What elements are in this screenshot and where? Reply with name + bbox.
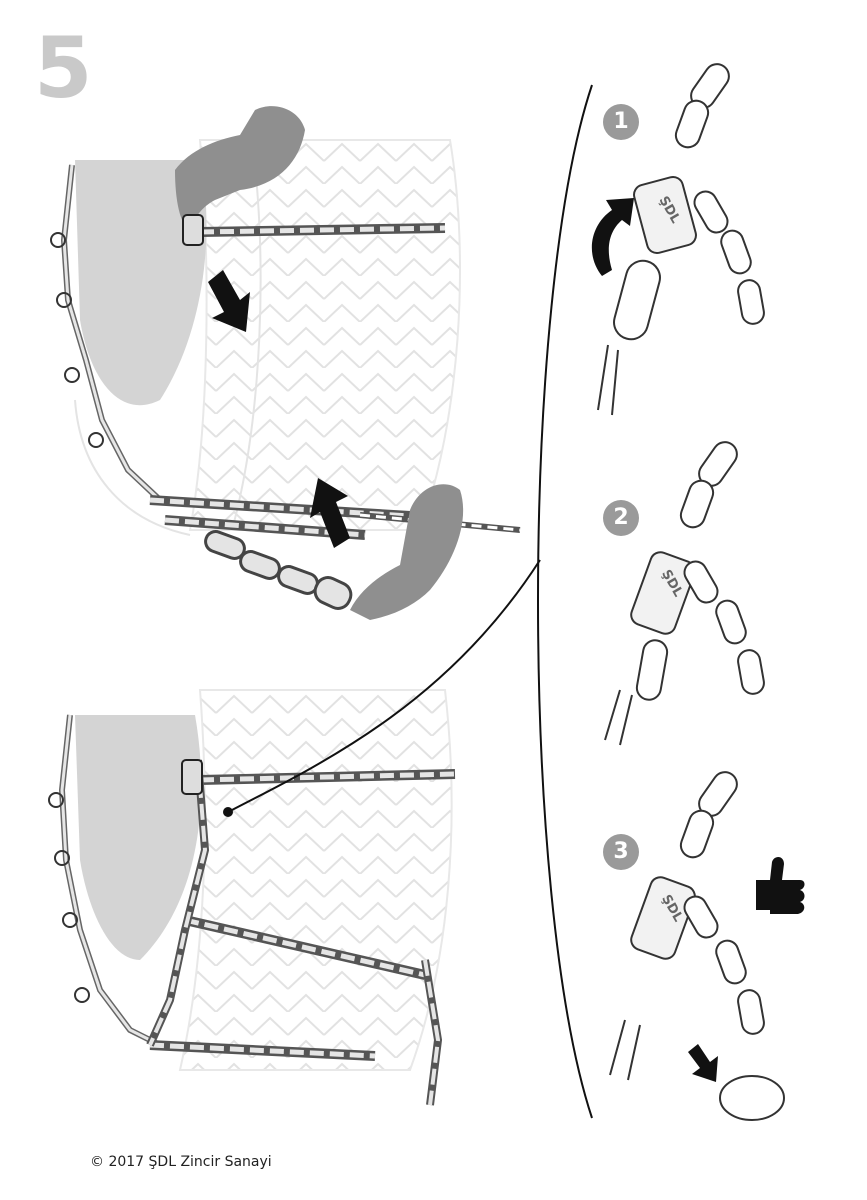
cross-chain-lower (149, 1040, 376, 1061)
side-chain (48, 714, 162, 1048)
removed-wire-tie (719, 1075, 785, 1121)
hand-upper-icon (175, 106, 305, 230)
detail-step-2 (604, 441, 765, 746)
copyright-footer: © 2017 ŞDL Zincir Sanayi (90, 1154, 272, 1170)
tire-sidewall (75, 160, 207, 406)
detail-step-1 (597, 63, 765, 416)
cross-chain-upper (199, 769, 456, 785)
detail-step-3 (609, 771, 785, 1121)
cross-chain-upper (199, 223, 446, 237)
pull-down-arrow-icon (208, 270, 250, 332)
top-wheel-illustration (50, 106, 521, 620)
sub-step-badge-2: 2 (603, 500, 639, 536)
bottom-wheel-illustration (48, 559, 541, 1106)
sub-step-badge-1: 1 (603, 104, 639, 140)
sub-step-badge-3: 3 (603, 834, 639, 870)
step-number: 5 (34, 19, 93, 117)
side-chain (50, 164, 163, 503)
tire-lower-edge (74, 399, 191, 536)
callout-line (227, 559, 541, 813)
connecting-chain (146, 759, 443, 1106)
hook-upper (182, 214, 204, 246)
tire-tread (188, 139, 461, 531)
tire-sidewall (75, 715, 202, 960)
pull-chain-links (204, 530, 353, 610)
tire-tread-edge (231, 139, 262, 531)
push-up-arrow-icon (310, 478, 350, 548)
detail-bracket (537, 84, 593, 1119)
cross-chain-middle (183, 915, 427, 980)
remove-arrow-icon (688, 1044, 718, 1082)
hook-lower (181, 759, 203, 795)
hand-lower-icon (350, 484, 464, 620)
tire-tread (178, 689, 453, 1071)
curved-up-arrow-icon (591, 198, 634, 276)
thumbs-up-icon (756, 856, 805, 914)
